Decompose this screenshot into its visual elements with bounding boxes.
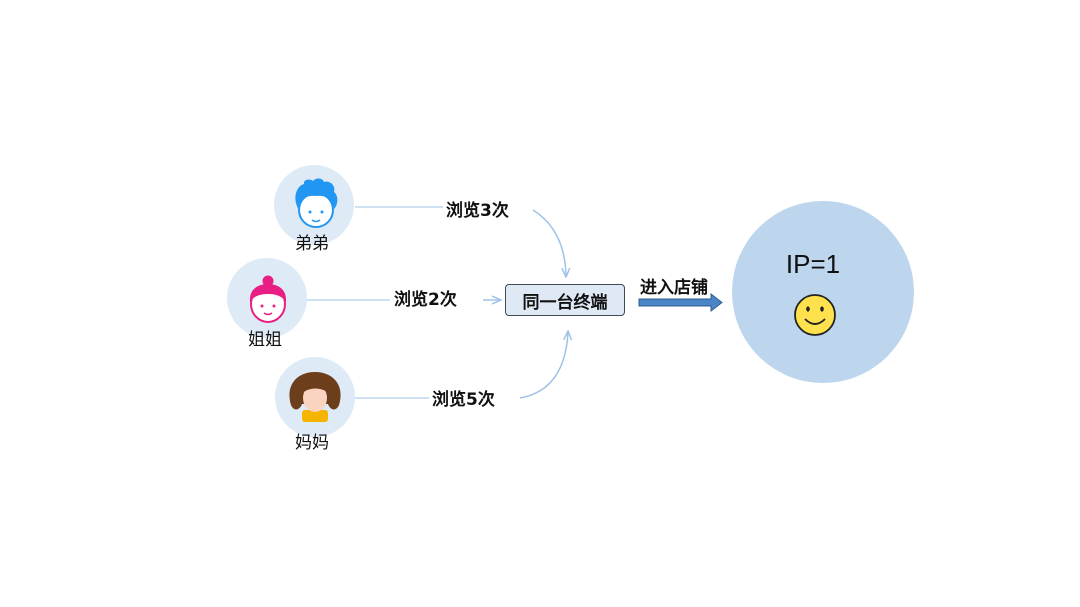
terminal-label: 同一台终端 (522, 292, 608, 313)
woman-avatar-icon (289, 372, 341, 422)
person-name-brother: 弟弟 (295, 234, 329, 254)
curve-arrow-mother (519, 332, 568, 399)
ip-label: IP=1 (785, 249, 841, 279)
terminal-box: 同一台终端 (505, 284, 625, 316)
enter-store-label: 进入店铺 (640, 278, 708, 298)
person-name-sister: 姐姐 (248, 330, 282, 350)
person-name-mother: 妈妈 (295, 433, 329, 453)
store-circle (732, 201, 914, 383)
edge-label-mother: 浏览5次 (430, 390, 497, 410)
boy-avatar-icon (295, 178, 338, 228)
enter-store-arrow (638, 292, 723, 313)
curve-arrow-brother (532, 209, 566, 276)
avatar-sister (227, 258, 307, 338)
edge-label-sister: 浏览2次 (392, 290, 459, 310)
avatar-brother (274, 165, 354, 245)
girl-avatar-icon (249, 275, 287, 323)
smiley-face-icon (794, 294, 836, 336)
edge-label-brother: 浏览3次 (444, 201, 511, 221)
avatar-mother (275, 357, 355, 437)
